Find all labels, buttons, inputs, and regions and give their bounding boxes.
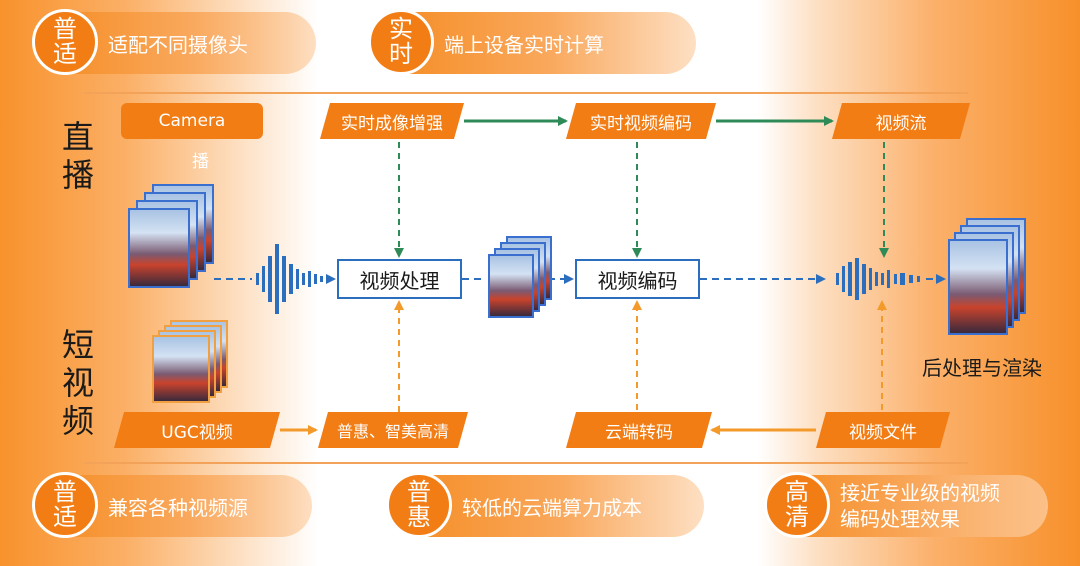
feature-badge: 普 适 <box>32 472 98 538</box>
row-label-short-video: 短 视 频 <box>62 326 95 440</box>
node-post-render: 后处理与渲染 <box>922 356 1042 380</box>
feature-text: 适配不同摄像头 <box>108 32 248 57</box>
feature-badge: 实 时 <box>368 9 434 75</box>
feature-text: 端上设备实时计算 <box>444 32 604 57</box>
top-divider <box>84 92 968 94</box>
right-background-panel <box>758 0 1080 566</box>
node-video-encoding: 视频编码 <box>575 259 700 299</box>
feature-text: 较低的云端算力成本 <box>462 495 642 520</box>
node-video-stream: 视频流 <box>832 103 970 139</box>
feature-pill-cost: 普 惠 较低的云端算力成本 <box>386 472 704 538</box>
node-realtime-encode: 实时视频编码 <box>566 103 716 139</box>
node-camera: Camera <box>121 103 263 139</box>
frame-stack-ugc <box>152 320 232 403</box>
waveform-icon <box>256 244 323 314</box>
frame-stack-processed <box>488 236 554 320</box>
bottom-divider <box>84 462 968 464</box>
node-cloud-transcode: 云端转码 <box>566 412 712 448</box>
feature-text: 接近专业级的视频 编码处理效果 <box>840 481 1000 531</box>
feature-pill-universal-camera: 普 适 适配不同摄像头 <box>32 9 316 75</box>
waveform-icon <box>836 258 920 300</box>
node-video-processing: 视频处理 <box>337 259 462 299</box>
feature-text: 兼容各种视频源 <box>108 495 248 520</box>
node-realtime-enhance: 实时成像增强 <box>320 103 464 139</box>
node-ugc-video: UGC视频 <box>114 412 280 448</box>
feature-badge: 普 适 <box>32 9 98 75</box>
node-camera-sub: 播 <box>192 152 209 172</box>
feature-pill-hd: 高 清 接近专业级的视频 编码处理效果 <box>764 472 1048 538</box>
feature-badge: 普 惠 <box>386 472 452 538</box>
node-video-file: 视频文件 <box>816 412 950 448</box>
feature-pill-realtime: 实 时 端上设备实时计算 <box>368 9 696 75</box>
feature-badge: 高 清 <box>764 472 830 538</box>
node-puhui-hd: 普惠、智美高清 <box>318 412 468 448</box>
frame-stack-live <box>128 184 216 288</box>
frame-stack-output <box>948 218 1028 338</box>
row-label-live: 直 播 <box>62 118 95 194</box>
feature-pill-compatible: 普 适 兼容各种视频源 <box>32 472 312 538</box>
